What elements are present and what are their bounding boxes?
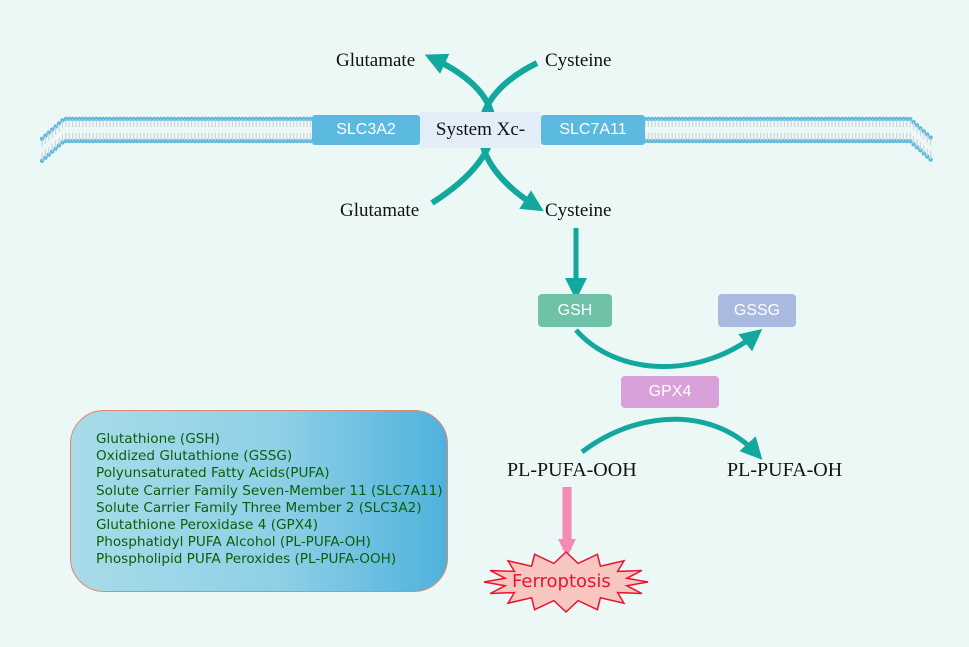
- ferroptosis-label: Ferroptosis: [512, 571, 611, 592]
- gpx4-box: GPX4: [621, 376, 719, 408]
- gsh-box: GSH: [538, 294, 612, 327]
- gssg-label: GSSG: [733, 301, 781, 319]
- legend-item: Glutathione (GSH): [96, 431, 220, 447]
- slc3a2-label: SLC3A2: [336, 121, 396, 138]
- pl-pufa-ooh-label: PL-PUFA-OOH: [507, 459, 637, 481]
- cysteine-extracellular-label: Cysteine: [545, 50, 612, 71]
- ferroptosis-burst-shape: [483, 550, 649, 614]
- abbreviation-legend: Glutathione (GSH)Oxidized Glutathione (G…: [70, 410, 448, 592]
- legend-item: Phosphatidyl PUFA Alcohol (PL-PUFA-OH): [96, 534, 371, 551]
- legend-item: Oxidized Glutathione (GSSG): [96, 448, 293, 465]
- gsh-to-gssg-arrow: [574, 328, 763, 369]
- glutamate-intracellular-label: Glutamate: [340, 200, 420, 221]
- legend-item: Phospholipid PUFA Peroxides (PL-PUFA-OOH…: [96, 551, 397, 568]
- slc7a11-box: SLC7A11: [541, 115, 645, 145]
- glutamate-extracellular-label: Glutamate: [336, 50, 416, 71]
- legend-item: Glutathione Peroxidase 4 (GPX4): [96, 517, 319, 534]
- cysteine-intracellular-label: Cysteine: [545, 200, 612, 221]
- peroxide-reduction-arrow: [580, 416, 763, 460]
- legend-item: Polyunsaturated Fatty Acids(PUFA): [96, 465, 330, 482]
- system-xc-box: System Xc-: [420, 112, 541, 148]
- slc3a2-box: SLC3A2: [312, 115, 420, 145]
- gsh-label: GSH: [557, 301, 593, 319]
- legend-item: Solute Carrier Family Three Member 2 (SL…: [96, 499, 422, 516]
- pl-pufa-oh-label: PL-PUFA-OH: [727, 459, 843, 481]
- slc7a11-label: SLC7A11: [559, 121, 627, 138]
- lipid-bilayer-membrane: [39, 116, 933, 163]
- legend-item: Solute Carrier Family Seven-Member 11 (S…: [96, 482, 443, 499]
- gssg-box: GSSG: [718, 294, 796, 327]
- gpx4-label: GPX4: [648, 383, 692, 400]
- system-xc-label: System Xc-: [435, 119, 526, 140]
